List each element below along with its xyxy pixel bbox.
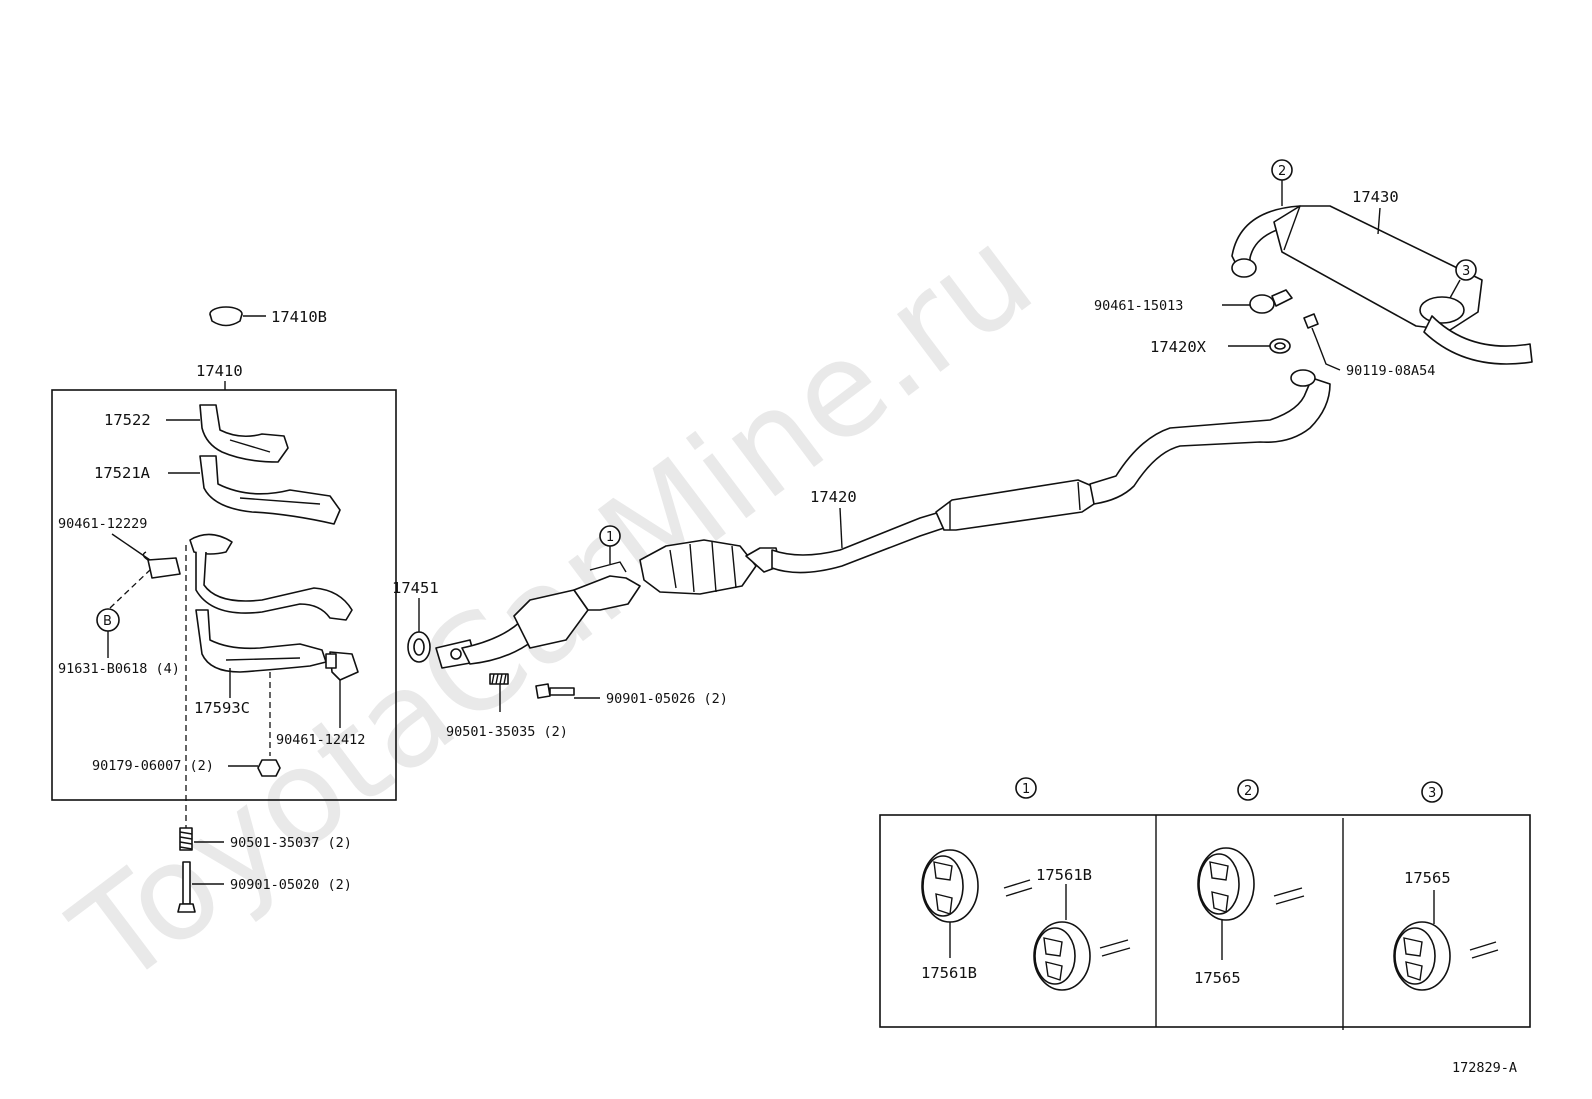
label-17410: 17410 bbox=[196, 362, 243, 380]
gasket-17451-drawing bbox=[407, 631, 431, 663]
diagram-code: 172829-A bbox=[1452, 1060, 1517, 1076]
stud-90501-35035-drawing bbox=[489, 673, 509, 685]
clamp-90461-12412-drawing bbox=[325, 651, 359, 681]
hanger-17561b-upper-drawing bbox=[921, 849, 979, 923]
detail-header-3-circle bbox=[1421, 781, 1443, 803]
label-17430: 17430 bbox=[1352, 188, 1399, 206]
nut-90179-drawing bbox=[257, 759, 281, 777]
label-17522: 17522 bbox=[104, 411, 151, 429]
insulator-17593c-drawing bbox=[195, 609, 327, 673]
stud-90501-35037-drawing bbox=[179, 827, 193, 851]
gasket-17420x-drawing bbox=[1269, 338, 1291, 354]
hanger-17565-box3-drawing bbox=[1393, 921, 1451, 991]
callout-b-letter: B bbox=[103, 614, 112, 629]
heat-insulator-17521a-drawing bbox=[199, 455, 341, 525]
detail-header-3: 3 bbox=[1428, 786, 1436, 801]
callout-2-number: 2 bbox=[1278, 164, 1286, 179]
label-17521a: 17521A bbox=[94, 464, 151, 482]
bolt-90119-08a54-drawing bbox=[1303, 313, 1319, 339]
detail-header-2: 2 bbox=[1244, 784, 1252, 799]
label-90501-35035: 90501-35035 (2) bbox=[446, 724, 568, 740]
detail-header-1-circle bbox=[1015, 777, 1037, 799]
label-17565-box3: 17565 bbox=[1404, 869, 1451, 887]
label-90501-35037: 90501-35037 (2) bbox=[230, 835, 352, 851]
label-17410b: 17410B bbox=[271, 308, 327, 326]
heat-insulator-17522-drawing bbox=[199, 404, 289, 463]
label-17420: 17420 bbox=[810, 488, 857, 506]
label-91631-b0618: 91631-B0618 (4) bbox=[58, 661, 180, 677]
callout-1-number: 1 bbox=[606, 530, 614, 545]
label-17565-box2: 17565 bbox=[1194, 969, 1241, 987]
front-pipe-drawing bbox=[189, 533, 353, 621]
detail-header-2-circle bbox=[1237, 779, 1259, 801]
callout-3-circle bbox=[1455, 259, 1477, 281]
label-17561b-lower: 17561B bbox=[921, 964, 977, 982]
clamp-90461-12229-drawing bbox=[142, 551, 181, 579]
hanger-17565-box2-drawing bbox=[1197, 847, 1255, 921]
assembly-box-17410 bbox=[51, 389, 397, 801]
label-90461-12229: 90461-12229 bbox=[58, 516, 147, 532]
exhaust-pipe-17420-drawing bbox=[435, 369, 1331, 669]
detail-header-1: 1 bbox=[1022, 782, 1030, 797]
label-90461-15013: 90461-15013 bbox=[1094, 298, 1183, 314]
muffler-17430-drawing bbox=[1231, 205, 1533, 365]
label-17420x: 17420X bbox=[1150, 338, 1207, 356]
part-17410b-drawing bbox=[209, 306, 266, 327]
callout-3-number: 3 bbox=[1462, 264, 1470, 279]
label-17451: 17451 bbox=[392, 579, 439, 597]
detail-frame bbox=[879, 814, 1531, 1028]
label-90119-08a54: 90119-08A54 bbox=[1346, 363, 1435, 379]
detail-section: 1 2 3 17561B 17561B bbox=[879, 777, 1531, 1030]
label-90901-05026: 90901-05026 (2) bbox=[606, 691, 728, 707]
bolt-90901-05020-drawing bbox=[177, 861, 196, 913]
label-17561b-upper: 17561B bbox=[1036, 866, 1092, 884]
label-90179-06007: 90179-06007 (2) bbox=[92, 758, 214, 774]
label-90461-12412: 90461-12412 bbox=[276, 732, 365, 748]
clamp-90461-15013-drawing bbox=[1249, 289, 1293, 314]
bolt-90901-05026-drawing bbox=[535, 683, 575, 699]
label-90901-05020: 90901-05020 (2) bbox=[230, 877, 352, 893]
hanger-17561b-lower-drawing bbox=[1033, 921, 1091, 991]
label-17593c: 17593C bbox=[194, 699, 250, 717]
